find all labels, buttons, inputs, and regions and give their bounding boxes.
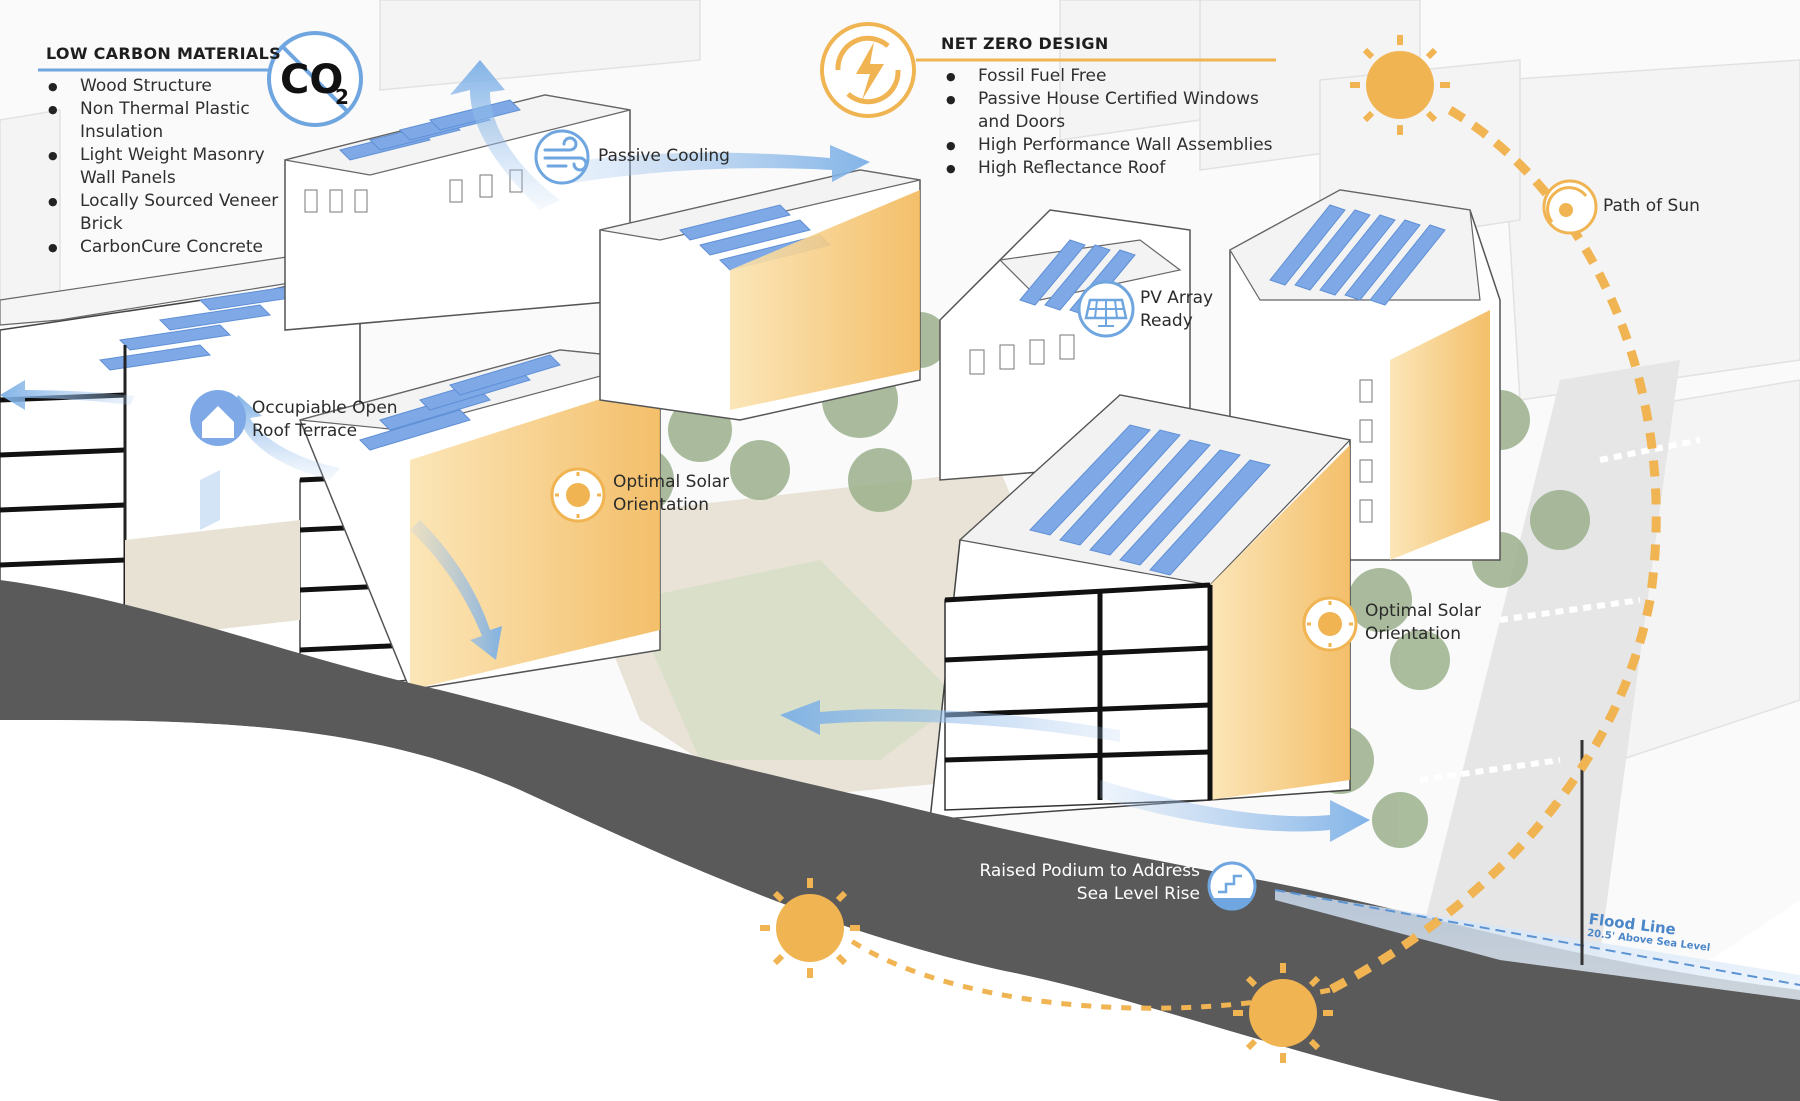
passive-cooling-label: Passive Cooling [598,146,730,166]
roof-terrace-label: Occupiable Open Roof Terrace [252,398,398,441]
list-item: High Reflectance Roof [938,157,1298,180]
flood-zone [1274,740,1800,1000]
low-carbon-heading: LOW CARBON MATERIALS [46,44,281,63]
solar-panel-icon [1077,280,1135,338]
net-zero-heading: NET ZERO DESIGN [941,34,1109,53]
low-carbon-list: Wood Structure Non Thermal PlasticInsula… [40,75,300,259]
sun-icon [1350,35,1450,135]
solar-orientation-left-label: Optimal Solar Orientation [613,472,729,515]
lightning-cycle-icon [820,22,916,118]
solar-orientation-icon-left [550,467,606,523]
list-item: High Performance Wall Assemblies [938,134,1298,157]
sun-icon-noon [1233,963,1333,1063]
co2-subscript: 2 [335,85,349,109]
sun-path-icon [1542,179,1598,235]
airflow-arrows [0,60,1370,842]
building-center [599,169,921,421]
sun-icon-evening [760,878,860,978]
solar-orientation-right-label: Optimal Solar Orientation [1365,601,1481,644]
building-middle [298,349,661,691]
list-item: Fossil Fuel Free [938,65,1298,88]
path-of-sun-label: Path of Sun [1603,196,1700,216]
raised-podium-label: Raised Podium to Address Sea Level Rise [979,861,1200,904]
wind-icon [534,129,590,185]
list-item: CarbonCure Concrete [40,236,300,259]
solar-orientation-icon-right [1302,596,1358,652]
list-item: Wood Structure [40,75,300,98]
net-zero-list: Fossil Fuel Free Passive House Certified… [938,65,1298,180]
building-front-right [929,394,1352,821]
raised-podium-icon [1207,861,1257,911]
pv-array-label: PV Array Ready [1140,288,1214,331]
roof-terrace-icon [190,390,246,446]
street [1380,360,1701,1101]
sun-path-arc [848,106,1661,1011]
